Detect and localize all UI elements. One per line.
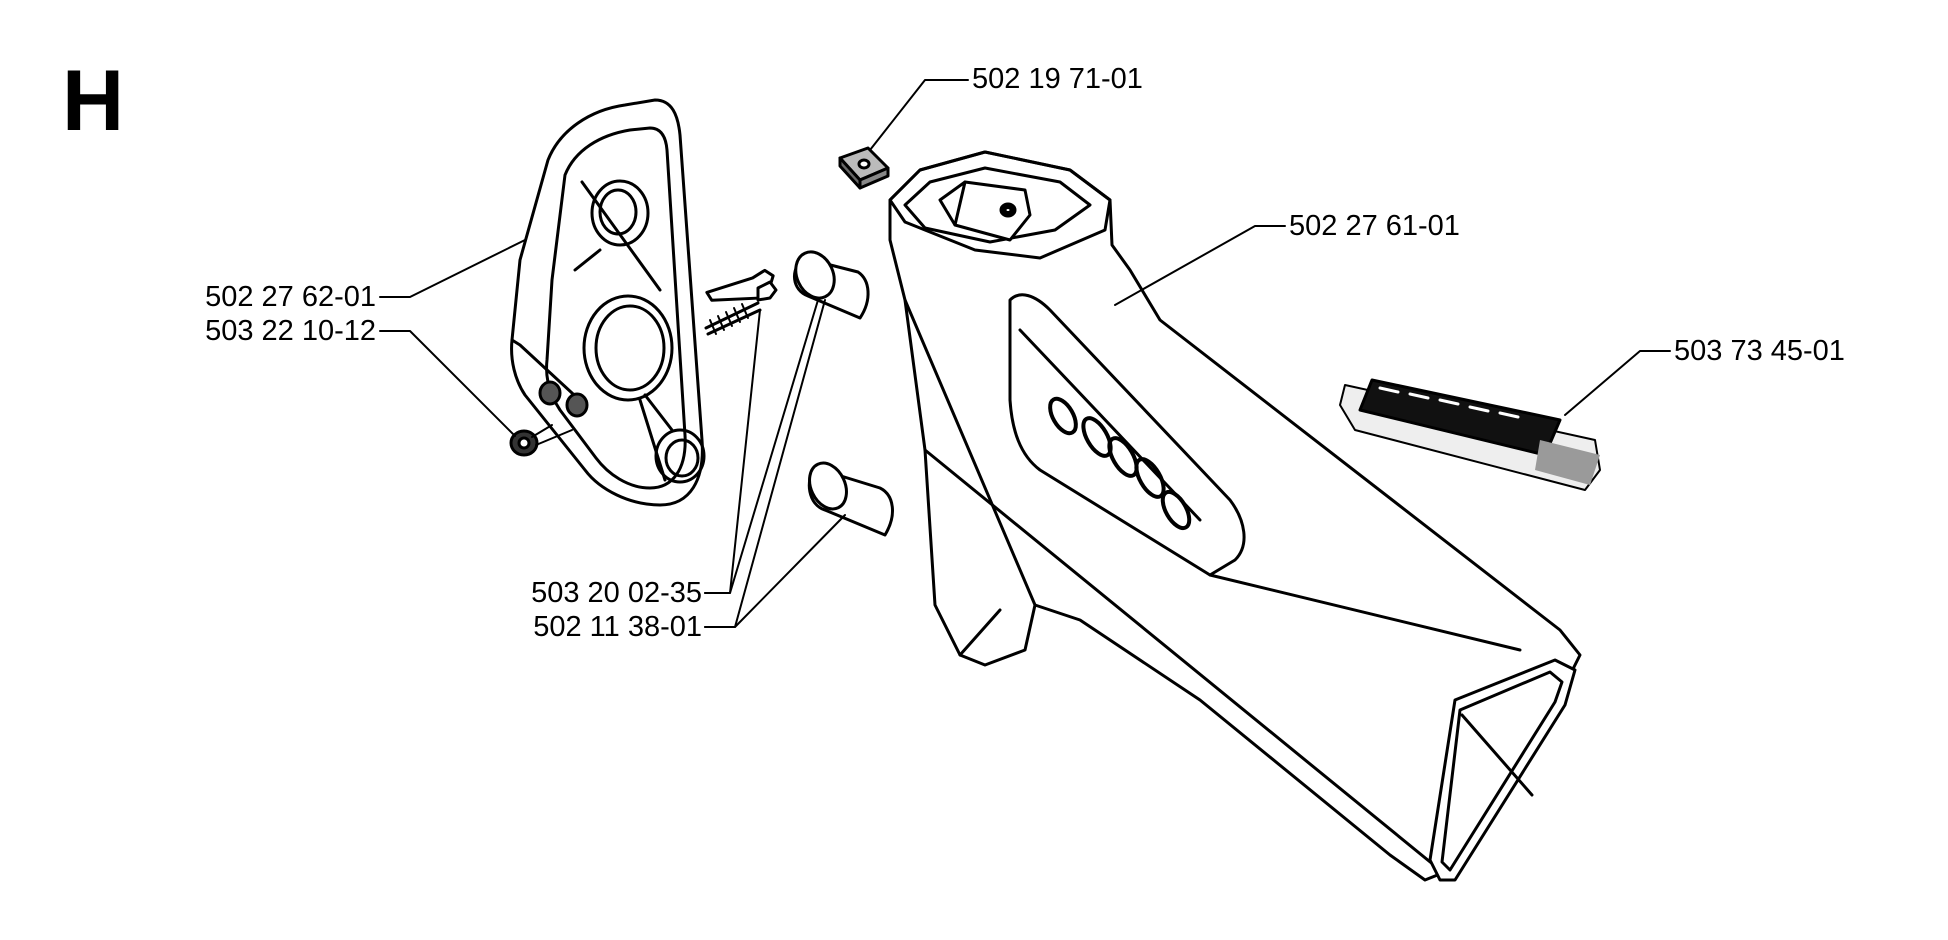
handle-housing-part [888,150,1582,882]
decal-part [1339,378,1601,491]
bushing-upper-part [793,250,870,320]
part-label-503-73-45-01: 503 73 45-01 [1674,335,1845,367]
handle-cover-part [510,98,706,507]
part-label-502-27-61-01: 502 27 61-01 [1289,210,1460,242]
screw-part [704,268,778,336]
section-letter: H [62,53,125,149]
bushing-lower-part [807,461,894,537]
part-label-502-27-62-01: 502 27 62-01 [205,281,376,313]
nut-part [509,424,573,457]
square-nut-part [838,146,890,190]
part-label-503-22-10-12: 503 22 10-12 [205,315,376,347]
part-label-502-19-71-01: 502 19 71-01 [972,63,1143,95]
part-label-503-20-02-35: 503 20 02-35 [531,577,702,609]
part-label-502-11-38-01: 502 11 38-01 [533,611,702,643]
leader-lines [379,79,1671,628]
